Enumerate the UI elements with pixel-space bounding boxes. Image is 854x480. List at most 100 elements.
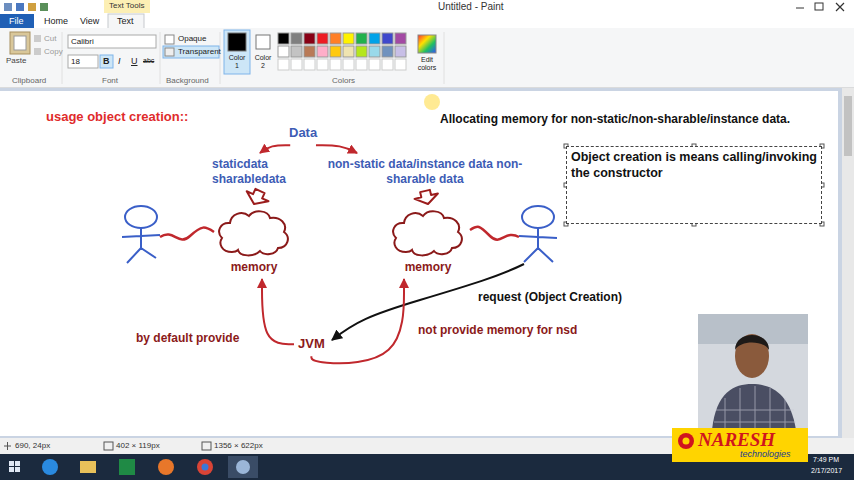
node-text: memory <box>216 260 292 275</box>
ribbon-tabs <box>0 14 854 28</box>
tool-button: Copy <box>44 47 63 57</box>
color-palette <box>278 59 289 70</box>
ribbon <box>0 28 854 88</box>
stick-figure <box>122 228 160 263</box>
canvas-area <box>0 88 854 438</box>
cloud-outline <box>219 211 288 255</box>
color-palette <box>343 33 354 44</box>
logo-subtext: technologies <box>740 449 791 460</box>
taskbar <box>202 464 209 471</box>
text-box: Object creation is means calling/invokin… <box>566 146 822 224</box>
curved-arrow <box>262 279 294 344</box>
color-palette <box>369 33 380 44</box>
stick-figure <box>522 206 554 228</box>
taskbar <box>228 456 258 478</box>
color-palette <box>369 46 380 57</box>
cloud-outline <box>390 208 466 258</box>
color-palette <box>278 33 406 70</box>
diagram-title: usage object creation:: <box>46 109 188 125</box>
title-bar <box>836 3 844 11</box>
status-text: 1356 × 622px <box>214 441 263 451</box>
canvas-area <box>0 91 838 436</box>
node-text: non-static data/instance data non-sharab… <box>324 157 526 187</box>
status-text: 690, 24px <box>15 441 50 451</box>
menu-tab: Home <box>44 16 68 27</box>
color-slot: Color 2 <box>253 54 273 70</box>
ribbon <box>68 55 98 68</box>
color-palette <box>291 59 302 70</box>
color-palette <box>278 33 289 44</box>
menu-tab: Text <box>117 16 134 27</box>
logo <box>678 433 694 449</box>
data-node: Data <box>287 123 319 143</box>
color-palette <box>317 46 328 57</box>
taskbar <box>42 459 58 475</box>
option-button: Opaque <box>178 34 206 44</box>
font-name: Calibri <box>71 37 94 47</box>
taskbar <box>158 459 174 475</box>
clock-date: 2/17/2017 <box>811 467 842 475</box>
ribbon <box>0 28 854 88</box>
selection-handles <box>564 144 824 226</box>
node-text: JVM <box>298 336 325 352</box>
clock-time: 7:49 PM <box>813 456 839 464</box>
color-palette <box>382 46 393 57</box>
canvas-area <box>0 88 842 438</box>
color-palette <box>343 46 354 57</box>
edge-label: not provide memory for nsd <box>416 323 580 337</box>
group-label: Colors <box>332 76 355 86</box>
color-palette <box>395 33 406 44</box>
title-bar <box>104 0 150 13</box>
ribbon <box>0 87 854 88</box>
format-button: abc <box>143 57 154 65</box>
color-palette <box>291 46 302 57</box>
group-label: Clipboard <box>12 76 46 86</box>
font-size: 18 <box>71 57 80 67</box>
edge-label: by default provide <box>134 331 241 345</box>
taskbar <box>236 460 250 474</box>
color-palette <box>356 33 367 44</box>
webcam-presenter <box>714 386 796 430</box>
taskbar <box>119 459 135 475</box>
color-palette <box>330 46 341 57</box>
ribbon <box>14 36 26 50</box>
ribbon <box>100 55 113 68</box>
ribbon <box>165 48 174 56</box>
format-button: U <box>131 56 138 67</box>
webcam-presenter <box>735 334 769 378</box>
taskbar <box>9 467 14 472</box>
ribbon <box>220 32 221 84</box>
status-bar <box>104 442 113 450</box>
curved-arrow <box>316 145 357 153</box>
node-text: memory <box>390 260 466 275</box>
arrow-label: request (Object Creation) <box>478 290 622 304</box>
context-tab: Text Tools <box>109 1 144 11</box>
option-button: Transparent <box>178 47 221 57</box>
taskbar <box>197 459 213 475</box>
color-slot: Color 1 <box>227 54 247 70</box>
node-text: Data <box>289 125 317 141</box>
title-bar <box>0 0 854 14</box>
webcam-presenter <box>698 314 808 430</box>
tool-button: Cut <box>44 34 56 44</box>
title-bar <box>16 3 24 11</box>
title-bar <box>28 3 36 11</box>
color-palette <box>330 33 341 44</box>
color-palette <box>304 33 315 44</box>
webcam-presenter <box>712 384 796 430</box>
format-button: B <box>103 56 110 67</box>
color-palette <box>356 59 367 70</box>
stick-figure <box>519 206 557 262</box>
ribbon <box>62 32 63 84</box>
ribbon <box>34 48 41 55</box>
title-bar <box>0 0 854 14</box>
memory-cloud: memory <box>214 206 294 277</box>
status-text: 402 × 119px <box>116 441 160 451</box>
title-bar <box>40 3 48 11</box>
logo <box>672 428 808 462</box>
cloud-outline <box>393 211 462 255</box>
tool-button: Paste <box>6 56 26 66</box>
ribbon <box>228 33 246 51</box>
webcam-presenter <box>735 335 769 350</box>
ribbon <box>165 35 174 44</box>
